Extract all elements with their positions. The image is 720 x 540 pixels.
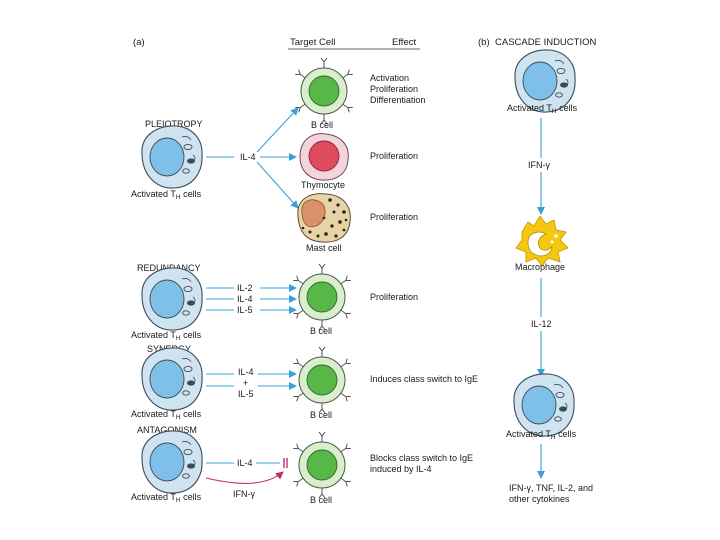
pleiotropy-arrow-b-cell — [256, 107, 299, 153]
redundancy-t-cell — [141, 267, 203, 331]
antagonism-effect-line-1: Blocks class switch to IgE — [370, 453, 473, 463]
column-header-target-cell: Target Cell — [290, 37, 335, 48]
macrophage-cell — [515, 215, 569, 267]
synergy-plus: + — [243, 378, 248, 388]
thymocyte-label: Thymocyte — [301, 180, 345, 190]
synergy-b-cell-label: B cell — [310, 410, 332, 420]
redundancy-source-label: Activated TH cells — [131, 330, 202, 342]
redundancy-b-cell-label: B cell — [310, 326, 332, 336]
mast-cell — [297, 193, 351, 243]
antagonism-b-cell-label: B cell — [310, 495, 332, 505]
redundancy-effect: Proliferation — [370, 292, 418, 302]
antagonism-b-cell — [293, 432, 351, 498]
redundancy-cytokine-il2: IL-2 — [237, 283, 253, 293]
cascade-output-line-1: IFN-γ, TNF, IL-2, and — [509, 483, 593, 493]
mast-cell-label: Mast cell — [306, 243, 342, 253]
cascade-source-label: Activated TH cells — [507, 103, 578, 115]
pleiotropy-b-cell — [295, 58, 353, 124]
antagonism-title: ANTAGONISM — [137, 425, 197, 435]
redundancy-b-cell — [293, 264, 351, 330]
panel-a-label: (a) — [133, 37, 145, 48]
cascade-cytokine-il12: IL-12 — [531, 319, 552, 329]
cascade-source-label-2: Activated TH cells — [506, 429, 577, 441]
mast-cell-effect: Proliferation — [370, 212, 418, 222]
synergy-cytokine-il5: IL-5 — [238, 389, 254, 399]
antagonism-effect-line-2: induced by IL-4 — [370, 464, 432, 474]
cascade-cytokine-ifn-gamma: IFN-γ — [528, 160, 550, 170]
column-header-effect: Effect — [392, 37, 416, 48]
pleiotropy-effect-differentiation: Differentiation — [370, 95, 425, 105]
antagonism-t-cell — [141, 430, 203, 494]
synergy-t-cell — [141, 347, 203, 411]
antagonism-ifn-gamma-arrow — [205, 471, 284, 484]
redundancy-cytokine-il5: IL-5 — [237, 305, 253, 315]
synergy-b-cell — [293, 347, 351, 413]
pleiotropy-source-label: Activated TH cells — [131, 189, 202, 201]
pleiotropy-effect-activation: Activation — [370, 73, 409, 83]
thymocyte-cell — [299, 133, 349, 181]
panel-b-label: (b) — [478, 37, 490, 48]
pleiotropy-title: PLEIOTROPY — [145, 119, 203, 129]
pleiotropy-cytokine: IL-4 — [240, 152, 256, 162]
antagonism-cytokine-il4: IL-4 — [237, 458, 253, 468]
antagonism-source-label: Activated TH cells — [131, 492, 202, 504]
pleiotropy-effect-proliferation: Proliferation — [370, 84, 418, 94]
pleiotropy-arrow-mast-cell — [256, 161, 299, 209]
synergy-source-label: Activated TH cells — [131, 409, 202, 421]
macrophage-label: Macrophage — [515, 262, 565, 272]
cascade-output-line-2: other cytokines — [509, 494, 570, 504]
thymocyte-effect: Proliferation — [370, 151, 418, 161]
cascade-title: CASCADE INDUCTION — [495, 37, 596, 48]
redundancy-cytokine-il4: IL-4 — [237, 294, 253, 304]
pleiotropy-b-cell-label: B cell — [311, 120, 333, 130]
synergy-effect: Induces class switch to IgE — [370, 374, 478, 384]
synergy-cytokine-il4: IL-4 — [238, 367, 254, 377]
pleiotropy-t-cell — [141, 125, 203, 189]
antagonism-cytokine-ifn-gamma: IFN-γ — [233, 489, 255, 499]
cascade-t-cell-2 — [513, 373, 575, 437]
